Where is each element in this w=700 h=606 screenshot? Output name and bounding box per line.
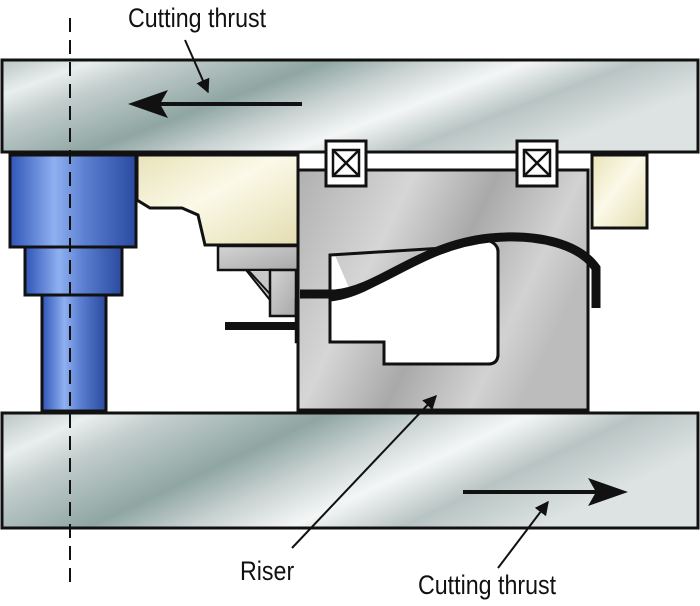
arrow-icon <box>128 90 302 118</box>
leader-bottom <box>497 500 549 569</box>
upper-die-plate <box>0 58 700 154</box>
leader-riser <box>291 394 437 549</box>
arrow-icon <box>463 478 628 506</box>
cam-driver-block <box>135 153 300 247</box>
cross-box-icon <box>515 139 559 188</box>
cam-stop-block <box>590 153 649 230</box>
lower-die-plate <box>0 411 700 530</box>
bottom-thrust-label: Cutting thrust <box>418 570 557 600</box>
leader-top <box>184 39 210 94</box>
workpiece-sheet <box>300 232 601 308</box>
top-thrust-label: Cutting thrust <box>128 3 267 33</box>
punch-bar <box>225 322 295 330</box>
riser-label: Riser <box>240 556 295 586</box>
cross-box-icon <box>324 139 368 188</box>
guide-pin <box>8 153 138 413</box>
